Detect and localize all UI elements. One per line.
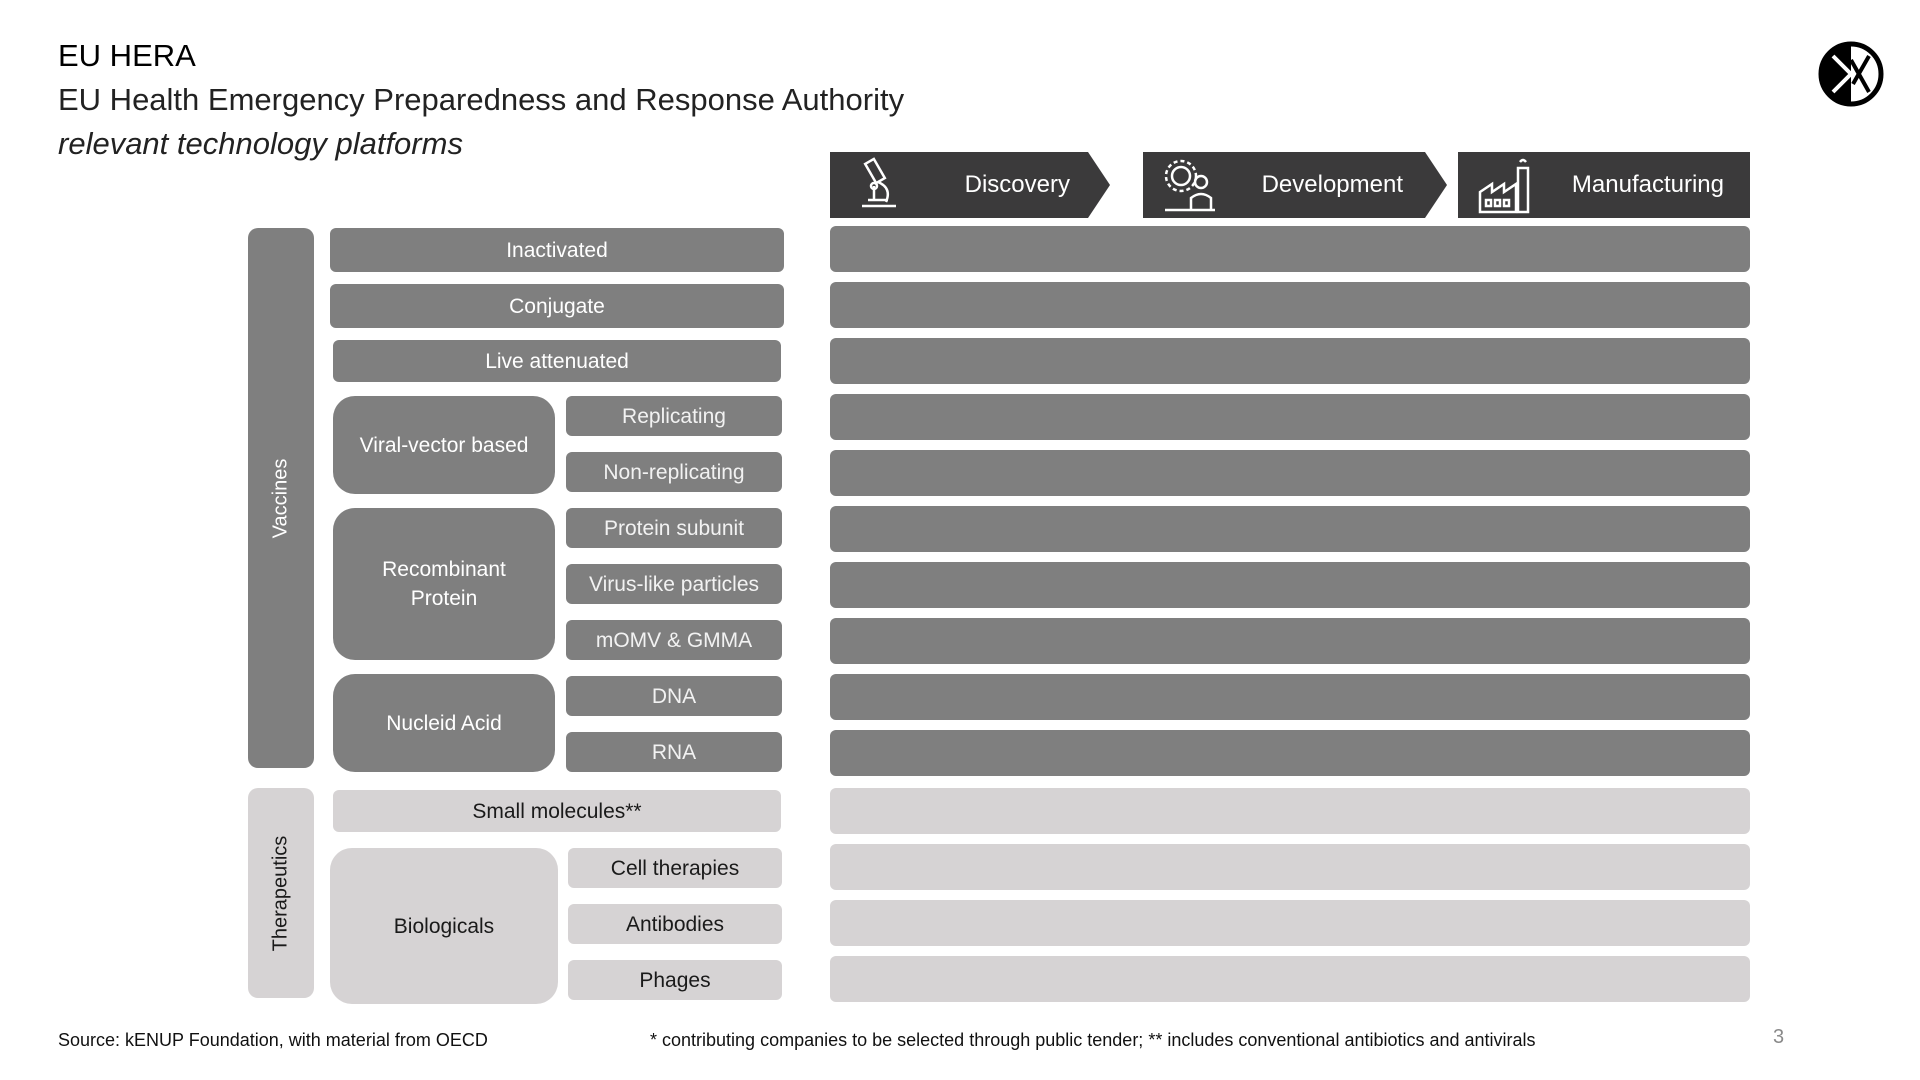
pipeline-row — [830, 788, 1750, 834]
phase-label: Manufacturing — [1571, 171, 1724, 198]
platform-recombinant-protein: Recombinant Protein — [333, 508, 555, 660]
platform-protein-subunit: Protein subunit — [566, 508, 782, 548]
platform-dna: DNA — [566, 676, 782, 716]
pipeline-row — [830, 730, 1750, 776]
platform-cell-therapies: Cell therapies — [568, 848, 782, 888]
phase-development: Development — [1143, 152, 1447, 218]
pipeline-row — [830, 844, 1750, 890]
source-note: Source: kENUP Foundation, with material … — [58, 1030, 488, 1050]
category-vaccines: Vaccines — [248, 228, 314, 768]
pipeline-row — [830, 282, 1750, 328]
platform-viral-vector: Viral-vector based — [333, 396, 555, 494]
platform-phages: Phages — [568, 960, 782, 1000]
pipeline-row — [830, 562, 1750, 608]
platform-conjugate: Conjugate — [330, 284, 784, 328]
platform-inactivated: Inactivated — [330, 228, 784, 272]
platform-biologicals: Biologicals — [330, 848, 558, 1004]
phase-discovery: Discovery — [830, 152, 1110, 218]
pipeline-row — [830, 674, 1750, 720]
scientist-gear-icon — [1164, 159, 1215, 212]
platform-non-replicating: Non-replicating — [566, 452, 782, 492]
platform-antibodies: Antibodies — [568, 904, 782, 944]
pipeline-row — [830, 226, 1750, 272]
page-tagline: relevant technology platforms — [58, 126, 463, 161]
page-number: 3 — [1773, 1026, 1785, 1048]
phase-label: Discovery — [964, 171, 1070, 198]
pipeline-row — [830, 338, 1750, 384]
pipeline-row — [830, 394, 1750, 440]
pipeline-row — [830, 618, 1750, 664]
page-subtitle: EU Health Emergency Preparedness and Res… — [58, 82, 905, 117]
category-label: Vaccines — [269, 458, 292, 538]
pipeline-row — [830, 956, 1750, 1002]
platform-rna: RNA — [566, 732, 782, 772]
footnote: * contributing companies to be selected … — [650, 1030, 1536, 1050]
phase-label: Development — [1261, 171, 1403, 198]
category-therapeutics: Therapeutics — [248, 788, 314, 998]
phase-manufacturing: Manufacturing — [1458, 152, 1750, 218]
factory-icon — [1478, 158, 1530, 214]
microscope-icon — [862, 157, 896, 208]
platform-nucleic-acid: Nucleid Acid — [333, 674, 555, 772]
pipeline-row — [830, 900, 1750, 946]
pipeline-row — [830, 506, 1750, 552]
logo-icon — [1818, 41, 1884, 107]
page-title: EU HERA — [58, 38, 196, 73]
platform-momv-gmma: mOMV & GMMA — [566, 620, 782, 660]
pipeline-row — [830, 450, 1750, 496]
platform-small-molecules: Small molecules** — [333, 790, 781, 832]
platform-replicating: Replicating — [566, 396, 782, 436]
platform-virus-like-particles: Virus-like particles — [566, 564, 782, 604]
platform-live-attenuated: Live attenuated — [333, 340, 781, 382]
category-label: Therapeutics — [269, 835, 292, 951]
